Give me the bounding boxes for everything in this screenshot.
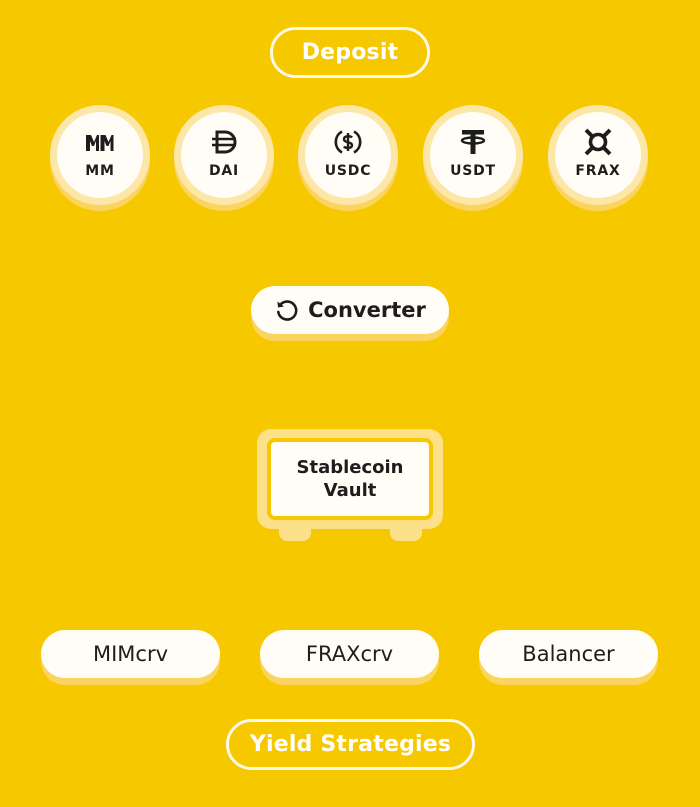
vault-label: Stablecoin Vault bbox=[296, 457, 404, 501]
yield-strategies-label: Yield Strategies bbox=[226, 719, 475, 770]
token-mm[interactable]: MM bbox=[50, 105, 150, 205]
token-usdc[interactable]: USDC bbox=[298, 105, 398, 205]
usdt-icon bbox=[460, 130, 486, 154]
converter-button[interactable]: Converter bbox=[251, 286, 449, 334]
strategy-mimcrv[interactable]: MIMcrv bbox=[41, 630, 220, 678]
usdc-icon bbox=[334, 130, 362, 154]
strategy-fraxcrv[interactable]: FRAXcrv bbox=[260, 630, 439, 678]
token-frax[interactable]: FRAX bbox=[548, 105, 648, 205]
refresh-icon bbox=[277, 300, 298, 321]
token-usdt[interactable]: USDT bbox=[423, 105, 523, 205]
token-row: MM DAI USDC bbox=[0, 105, 700, 215]
converter-label: Converter bbox=[308, 298, 426, 322]
frax-icon bbox=[584, 128, 612, 156]
strategy-balancer[interactable]: Balancer bbox=[479, 630, 658, 678]
token-label: USDT bbox=[450, 163, 496, 179]
vault-door: Stablecoin Vault bbox=[267, 438, 433, 520]
stablecoin-vault[interactable]: Stablecoin Vault bbox=[257, 429, 443, 529]
mm-icon bbox=[86, 135, 114, 151]
token-label: DAI bbox=[208, 163, 240, 179]
token-dai[interactable]: DAI bbox=[174, 105, 274, 205]
token-label: USDC bbox=[324, 163, 372, 179]
token-label: FRAX bbox=[575, 163, 621, 179]
dai-icon bbox=[212, 130, 237, 154]
deposit-label: Deposit bbox=[270, 27, 430, 78]
token-label: MM bbox=[85, 163, 115, 179]
